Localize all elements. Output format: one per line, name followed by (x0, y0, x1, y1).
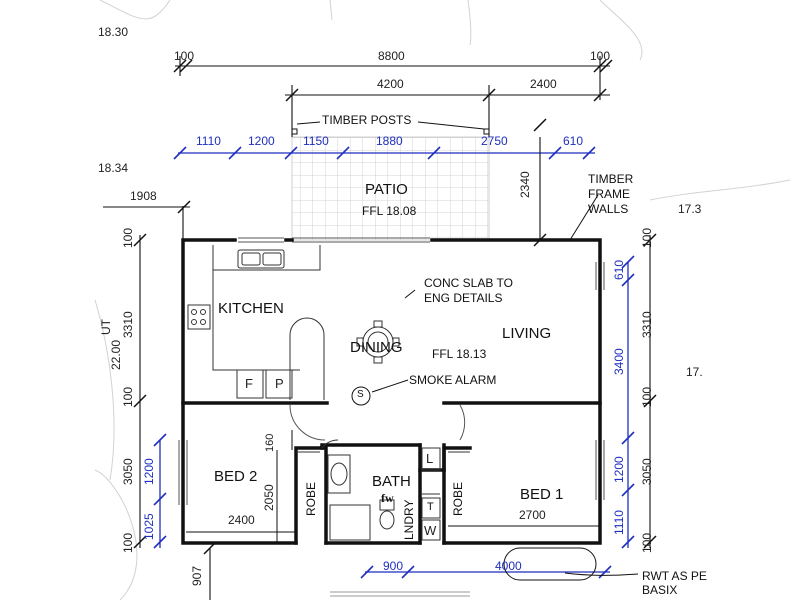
bed1-label: BED 1 (520, 486, 564, 503)
left-sub-1200-dim: 1200 (142, 458, 156, 485)
row-dim-4: 1880 (376, 134, 403, 148)
level-left-bottom: 22.00 (109, 339, 123, 370)
row-dim-1: 1110 (196, 134, 221, 148)
living-label: LIVING (502, 325, 552, 342)
right-sub-3400-dim: 3400 (612, 348, 626, 375)
dining-label: DINING (350, 339, 403, 356)
left-mid-edge-dim: 100 (121, 386, 135, 407)
rwt-tank-icon (503, 547, 597, 581)
pantry-label: P (275, 376, 284, 391)
timber-posts-label: TIMBER POSTS (322, 113, 412, 127)
timber-post-right (483, 128, 490, 135)
washer-label: W (424, 523, 437, 538)
timber-walls-line3: WALLS (588, 202, 629, 216)
toilet-label: T (427, 501, 434, 513)
smoke-alarm-label: SMOKE ALARM (409, 373, 497, 387)
bath-label: BATH (372, 473, 411, 490)
right-mid-edge-dim: 100 (640, 386, 654, 407)
door-swings (289, 237, 466, 441)
dimension-lines (159, 152, 629, 573)
left-offset-dim: 1908 (130, 189, 157, 203)
bed2-depth-dim: 2050 (262, 484, 276, 511)
conc-slab-line2: ENG DETAILS (424, 291, 503, 305)
patio-span-dim: 4200 (377, 77, 404, 91)
robe-left-label: ROBE (304, 481, 318, 516)
overall-dimension-ticks (133, 59, 657, 555)
bottom-dim-4000: 4000 (495, 559, 522, 573)
right-sub-610-dim: 610 (612, 259, 626, 280)
bath-fixtures (321, 439, 441, 541)
left-sub-1025-dim: 1025 (142, 513, 156, 540)
right-bot-edge-dim: 100 (640, 532, 654, 553)
left-top-edge-dim: 100 (121, 227, 135, 248)
dim-2340: 2340 (518, 171, 532, 198)
kitchen-bench (187, 245, 325, 400)
robe-right-label: ROBE (451, 481, 465, 516)
bottom-dim-907: 907 (190, 565, 204, 586)
main-ffl: FFL 18.13 (432, 347, 487, 361)
left-lower-dim: 3050 (121, 458, 135, 485)
laundry-label: LNDRY (402, 499, 416, 540)
overall-width-dim: 8800 (378, 49, 405, 63)
patio-ffl: FFL 18.08 (362, 204, 417, 218)
room-dimension-lines (186, 430, 600, 543)
fridge-label: F (245, 376, 253, 391)
left-upper-dim: 3310 (121, 311, 135, 338)
bottom-dim-900: 900 (383, 559, 404, 573)
right-sub-1200-dim: 1200 (612, 456, 626, 483)
bed1-width-dim: 2700 (519, 508, 546, 522)
row-dim-3: 1150 (303, 134, 329, 148)
level-top-left: 18.30 (98, 25, 129, 39)
right-upper-dim: 3310 (640, 311, 654, 338)
level-right-top: 17.3 (678, 202, 702, 216)
left-bot-edge-dim: 100 (121, 532, 135, 553)
floor-waste-label: fw (381, 491, 394, 505)
patio-area (291, 136, 490, 241)
right-sub-1110-dim: 1110 (612, 510, 626, 535)
smoke-alarm-icon (351, 386, 371, 406)
kitchen-label: KITCHEN (218, 300, 284, 317)
dining-table (356, 320, 400, 364)
bed2-width-dim: 2400 (228, 513, 255, 527)
smoke-alarm-symbol: S (357, 389, 364, 400)
windows (178, 237, 605, 505)
rwt-line1: RWT AS PE (642, 569, 707, 583)
row-dim-6: 610 (563, 134, 584, 148)
timber-walls-line2: FRAME (588, 187, 630, 201)
row-dim-2: 1200 (248, 134, 275, 148)
top-edge-left-dim: 100 (174, 49, 195, 63)
timber-walls-line1: TIMBER (588, 172, 634, 186)
conc-slab-line1: CONC SLAB TO (424, 276, 513, 290)
patio-label: PATIO (365, 181, 408, 198)
rwt-line2: BASIX (642, 583, 678, 597)
overall-dimension-lines (103, 56, 651, 600)
right-lower-dim: 3050 (640, 458, 654, 485)
level-left: 18.34 (98, 161, 129, 175)
right-span-dim: 2400 (530, 77, 557, 91)
walls (181, 238, 602, 545)
timber-post-left (291, 128, 298, 135)
dimension-ticks (153, 146, 635, 579)
dim-160: 160 (264, 433, 276, 452)
right-top-edge-dim: 100 (640, 227, 654, 248)
level-left-out: UT (99, 319, 113, 335)
level-right-mid: 17. (686, 365, 703, 379)
site-contours (94, 0, 791, 600)
row-dim-5: 2750 (481, 134, 508, 148)
laundry-tub-label: L (426, 451, 434, 466)
bed2-label: BED 2 (214, 468, 258, 485)
top-edge-right-dim: 100 (590, 49, 611, 63)
